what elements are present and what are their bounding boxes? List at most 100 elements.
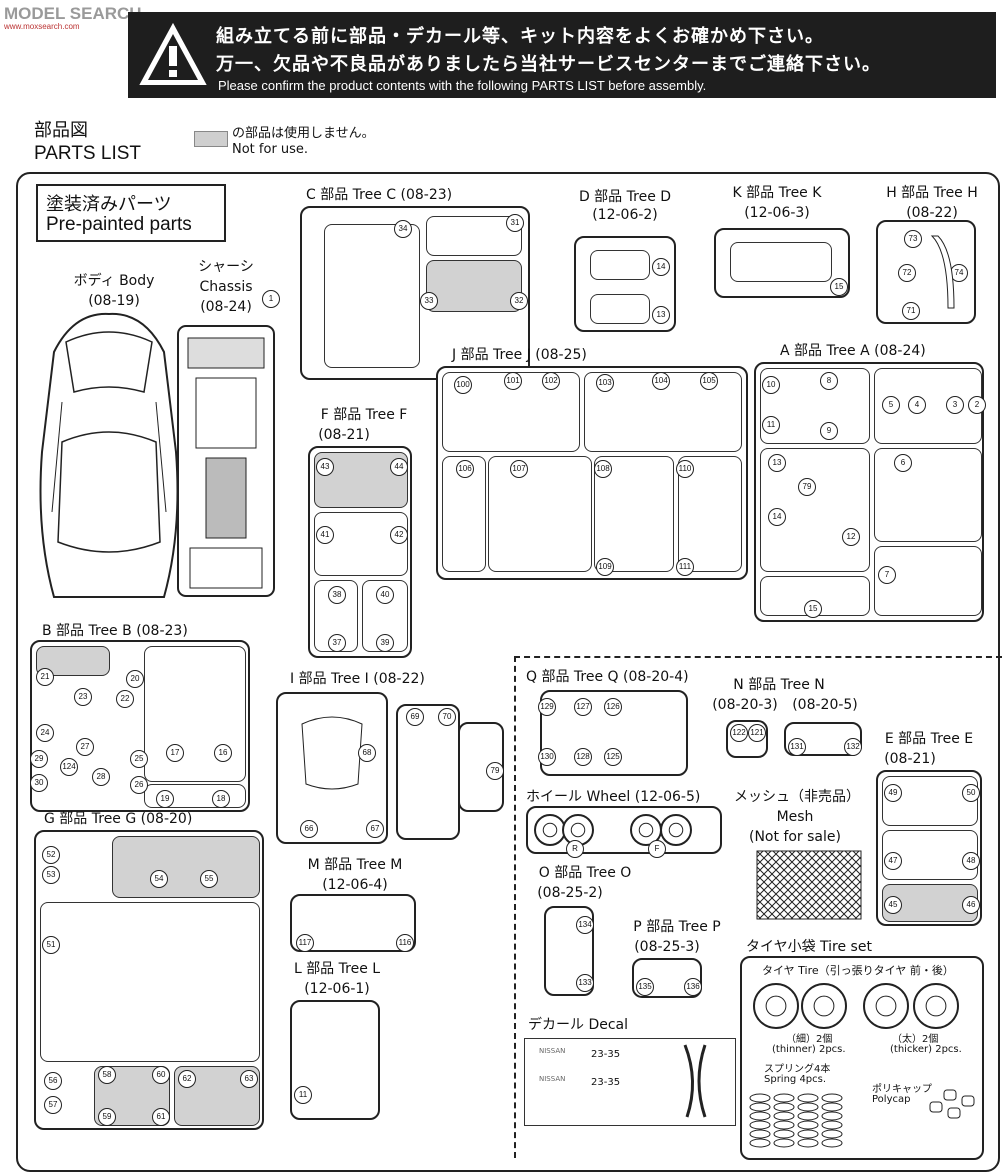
part-71: 71 [902,302,920,320]
tree-l-code: (12-06-1) [304,981,370,997]
warning-line-2: 万一、欠品や不良品がありましたら当社サービスセンターまでご連絡下さい。 [216,54,881,75]
wheel-f2-hub [668,822,684,838]
tire-thick-1 [863,983,909,1029]
legend-jp: の部品は使用しません。 [232,126,375,141]
spring-coil [821,1102,843,1112]
wheel-rear-marker: R [566,840,584,858]
part-100: 100 [454,376,472,394]
tire-set-title: タイヤ小袋 Tire set [746,939,872,955]
tire-drawing [753,983,959,1029]
part-126: 126 [604,698,622,716]
part-38: 38 [328,586,346,604]
tree-n-code-2: (08-20-5) [792,697,858,713]
tree-n-a: 122 121 [726,720,768,758]
spring-coil [821,1138,843,1148]
decal-brand-1: NISSAN [539,1047,566,1055]
tire-thin-en: (thinner) 2pcs. [772,1044,846,1055]
tree-m-code: (12-06-4) [322,877,388,893]
tree-n-b: 131 132 [784,722,862,756]
tire-thin-1 [753,983,799,1029]
part-72: 72 [898,264,916,282]
tree-q-label: Q 部品 Tree Q (08-20-4) [526,669,689,685]
parts-frame [16,172,1000,1172]
part-26: 26 [130,776,148,794]
part-57: 57 [44,1096,62,1114]
part-2: 2 [968,396,986,414]
tire-thick-1-hub [875,995,897,1017]
part-124: 124 [60,758,78,776]
spring-coil [773,1120,795,1130]
tree-f-label: F 部品 Tree F [320,407,408,423]
tree-e: 49 50 47 48 45 46 [876,770,982,926]
part-61: 61 [152,1108,170,1126]
tree-h-label: H 部品 Tree H [886,185,978,201]
spring-coil [821,1120,843,1130]
wheel-f2 [660,814,692,846]
decal-stripes [683,1044,707,1118]
tree-f-middle [314,512,408,576]
tree-i-label: I 部品 Tree I (08-22) [290,671,425,687]
part-62: 62 [178,1070,196,1088]
part-105: 105 [700,372,718,390]
tree-d-label: D 部品 Tree D [578,189,672,205]
part-13-a: 13 [768,454,786,472]
chassis-label-jp: シャーシ [198,259,254,275]
tree-g-unused-top [112,836,260,898]
tree-d-code: (12-06-2) [592,207,658,223]
part-7: 7 [878,566,896,584]
wheel-r1-hub [542,822,558,838]
spring-en: Spring 4pcs. [764,1074,827,1085]
wheel-r2-hub [570,822,586,838]
part-44: 44 [390,458,408,476]
tree-c-seat-part [324,224,420,368]
tree-d-seat-2 [590,294,650,324]
part-40: 40 [376,586,394,604]
tree-o: 134 133 [544,906,594,996]
part-121: 121 [748,724,766,742]
part-20: 20 [126,670,144,688]
body-label: ボディ Body [73,273,155,289]
part-27: 27 [76,738,94,756]
part-55: 55 [200,870,218,888]
warning-line-en: Please confirm the product contents with… [218,78,707,93]
part-41: 41 [316,526,334,544]
tree-p: 135 136 [632,958,702,998]
part-9: 9 [820,422,838,440]
tree-e-code: (08-21) [884,751,936,767]
tree-d: 14 13 [574,236,676,332]
tree-i-side: 79 [458,722,504,812]
part-54: 54 [150,870,168,888]
tree-e-label: E 部品 Tree E [884,731,974,747]
tree-b-label: B 部品 Tree B (08-23) [42,623,188,639]
part-74: 74 [950,264,968,282]
spring-coil [749,1102,771,1112]
part-14: 14 [652,258,670,276]
part-59: 59 [98,1108,116,1126]
tree-a-plate [874,448,982,542]
tree-e-rotors-1 [882,776,978,826]
spring-coil [821,1111,843,1121]
spring-coil [797,1138,819,1148]
part-107: 107 [510,460,528,478]
tire-thick-en: (thicker) 2pcs. [890,1044,962,1055]
part-43: 43 [316,458,334,476]
part-46: 46 [962,896,980,914]
part-53: 53 [42,866,60,884]
wheel-r1 [534,814,566,846]
spring-drawing [749,1093,843,1148]
mesh-sheet [756,850,862,920]
part-11-l: 11 [294,1086,312,1104]
watermark-brand: MODEL SEARCH [4,4,142,23]
chassis-code: (08-24) [200,299,252,315]
tree-m-label: M 部品 Tree M [307,857,403,873]
tree-k-bumper [730,242,832,282]
mesh-label-en: Mesh [776,809,814,825]
tree-n-code-1: (08-20-3) [712,697,778,713]
part-122: 122 [730,724,748,742]
spring-coil [749,1129,771,1139]
body-shell-drawing [39,312,179,598]
legend-en: Not for use. [232,142,309,157]
part-10: 10 [762,376,780,394]
part-22: 22 [116,690,134,708]
page-title-jp: 部品図 [34,120,88,141]
